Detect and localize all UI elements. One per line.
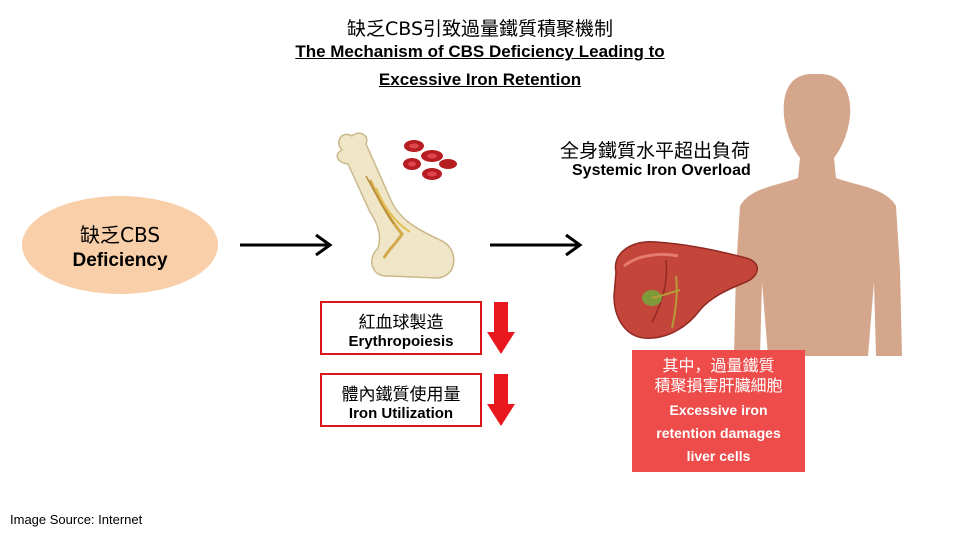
erythropoiesis-label-en: Erythropoiesis [348, 333, 454, 350]
liver-damage-box: 其中，過量鐵質 積聚損害肝臟細胞 Excessive iron retentio… [632, 350, 805, 472]
deficiency-label-en: Deficiency [72, 249, 168, 271]
systemic-overload-label-zh: 全身鐵質水平超出負荷 [560, 140, 751, 162]
title-english-line1: The Mechanism of CBS Deficiency Leading … [295, 42, 665, 61]
deficiency-label-zh: 缺乏CBS [79, 222, 161, 247]
systemic-overload-label-en: Systemic Iron Overload [572, 162, 751, 179]
title-chinese: 缺乏CBS引致過量鐵質積聚機制 [346, 18, 614, 40]
erythropoiesis-label-zh: 紅血球製造 [358, 313, 444, 333]
liver-damage-label-en-3: liver cells [686, 448, 751, 464]
liver-damage-label-zh-1: 其中，過量鐵質 [662, 356, 775, 375]
iron-utilization-box: 體內鐵質使用量 Iron Utilization [320, 373, 482, 427]
erythropoiesis-box: 紅血球製造 Erythropoiesis [320, 301, 482, 355]
right-arrow-icon-2 [490, 233, 583, 257]
decrease-arrow-icon-2 [487, 374, 515, 426]
liver-icon [613, 241, 758, 339]
right-arrow-icon-1 [240, 233, 333, 257]
cbs-deficiency-oval: 缺乏CBS Deficiency [22, 196, 218, 294]
liver-damage-label-zh-2: 積聚損害肝臟細胞 [654, 376, 783, 395]
liver-damage-label-en-2: retention damages [656, 425, 781, 441]
iron-utilization-label-en: Iron Utilization [348, 405, 454, 422]
iron-utilization-label-zh: 體內鐵質使用量 [341, 385, 461, 405]
title-english-line2: Excessive Iron Retention [378, 70, 582, 89]
human-body-icon [734, 74, 902, 356]
decrease-arrow-icon-1 [487, 302, 515, 354]
bone-marrow-icon [336, 132, 457, 279]
image-source-caption: Image Source: Internet [10, 512, 143, 527]
liver-damage-label-en-1: Excessive iron [669, 402, 768, 418]
